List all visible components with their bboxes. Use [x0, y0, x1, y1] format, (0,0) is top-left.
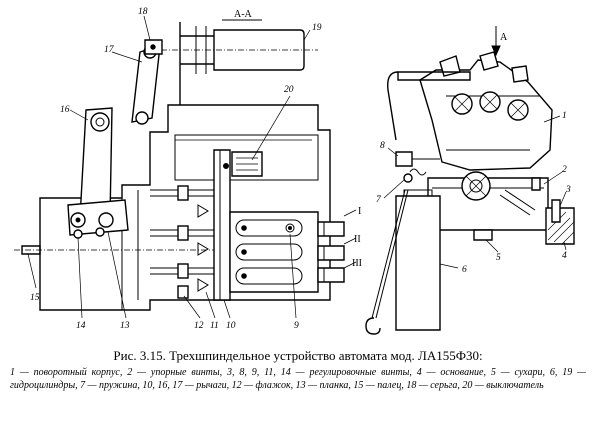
- caption-legend: 1 — поворотный корпус, 2 — упорные винты…: [10, 367, 586, 391]
- spindle-label-3: III: [352, 258, 362, 269]
- spindle-label-1: I: [358, 206, 361, 217]
- technical-drawing: А-А А 18 17 16 19 20 15 14 13 12 11 10 9…: [14, 7, 575, 335]
- callout-labels: А-А А 18 17 16 19 20 15 14 13 12 11 10 9…: [30, 7, 571, 331]
- label-16: 16: [60, 105, 70, 115]
- label-20: 20: [284, 85, 294, 95]
- caption-title: Рис. 3.15. Трехшпиндельное устройство ав…: [113, 348, 483, 363]
- view-arrow-label: А: [500, 32, 508, 43]
- spindle-block: [229, 211, 345, 293]
- label-19: 19: [312, 23, 322, 33]
- label-8: 8: [380, 141, 385, 151]
- label-18: 18: [138, 7, 148, 17]
- figure-caption: Рис. 3.15. Трехшпиндельное устройство ав…: [0, 347, 596, 392]
- section-view: [365, 26, 575, 335]
- adjusting-rods: [150, 185, 214, 299]
- label-10: 10: [226, 321, 236, 331]
- label-7: 7: [376, 195, 382, 205]
- label-9: 9: [294, 321, 299, 331]
- main-view: [14, 15, 357, 319]
- label-12: 12: [194, 321, 204, 331]
- label-6: 6: [462, 265, 467, 275]
- label-14: 14: [76, 321, 86, 331]
- label-15: 15: [30, 293, 40, 303]
- label-13: 13: [120, 321, 130, 331]
- label-1: 1: [562, 111, 567, 121]
- label-3: 3: [565, 185, 571, 195]
- label-11: 11: [210, 321, 219, 331]
- spindle-label-2: II: [354, 234, 361, 245]
- label-17: 17: [104, 45, 115, 55]
- label-4: 4: [562, 251, 567, 261]
- label-5: 5: [496, 253, 501, 263]
- label-2: 2: [562, 165, 567, 175]
- section-label: А-А: [234, 9, 253, 20]
